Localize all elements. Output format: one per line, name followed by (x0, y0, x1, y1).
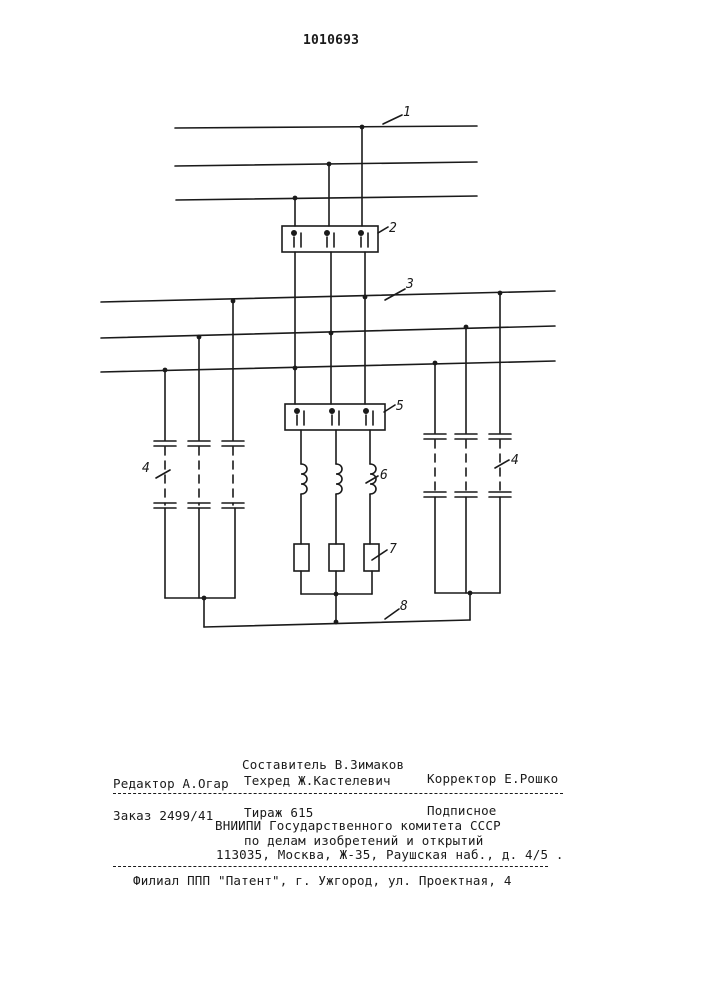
resistor-7-a (294, 544, 309, 571)
label-switch-5: 5 (396, 399, 404, 414)
label-reactor-6: 6 (380, 468, 388, 483)
techred-line: Техред Ж.Кастелевич (244, 773, 391, 788)
bus-1-line-b (175, 162, 477, 166)
branch-line: Филиал ППП "Патент", г. Ужгород, ул. Про… (133, 873, 512, 888)
editor-line: Редактор А.Огар (113, 776, 229, 791)
switch-2-box (282, 226, 378, 252)
label-bus-3: 3 (405, 277, 414, 292)
bus-3-line-b (101, 326, 555, 338)
corrector-line: Корректор Е.Рошко (427, 771, 558, 786)
label-neutral-8: 8 (400, 599, 408, 614)
label-capacitor-4-left: 4 (142, 461, 150, 476)
bus-3-line-c (101, 361, 555, 372)
compiler-line: Составитель В.Зимаков (242, 757, 404, 772)
address-line: 113035, Москва, Ж-35, Раушская наб., д. … (216, 847, 564, 862)
rule-bottom (113, 866, 548, 867)
resistor-7-b (329, 544, 344, 571)
label-switch-2: 2 (389, 221, 397, 236)
bus-1-line-a (175, 126, 477, 128)
rule-top (113, 793, 563, 794)
bus-3-line-a (101, 291, 555, 302)
label-capacitor-4-right: 4 (511, 453, 519, 468)
subscription-line: Подписное (427, 803, 497, 818)
label-bus-1: 1 (403, 105, 411, 120)
switch-5-box (285, 404, 385, 430)
order-line: Заказ 2499/41 (113, 808, 213, 823)
circuit-diagram: 1 2 3 4 4 5 6 7 8 (0, 0, 707, 700)
org-line-1: ВНИИПИ Государственного комитета СССР (215, 818, 501, 833)
label-resistor-7: 7 (389, 542, 397, 557)
org-line-2: по делам изобретений и открытий (244, 833, 484, 848)
bus-1-line-c (176, 196, 477, 200)
